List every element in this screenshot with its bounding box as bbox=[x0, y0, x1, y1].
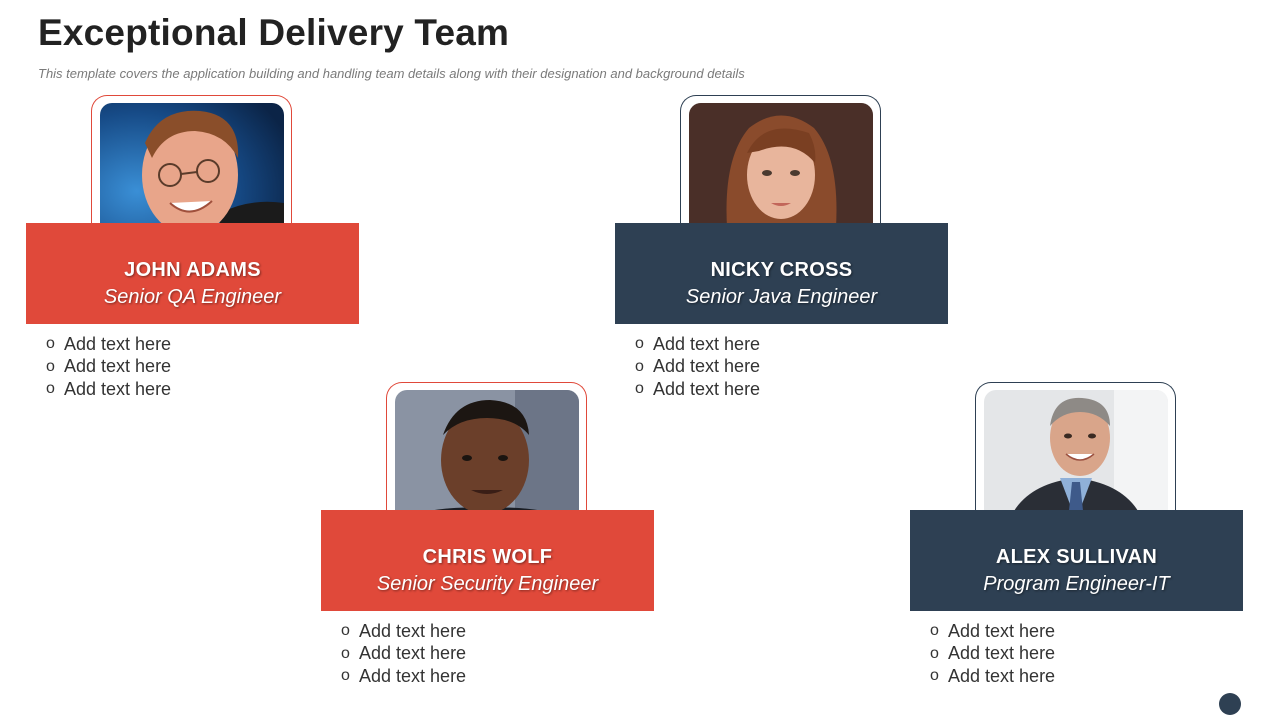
member-name: JOHN ADAMS bbox=[124, 259, 261, 281]
name-banner: JOHN ADAMS Senior QA Engineer bbox=[26, 223, 359, 324]
photo-frame bbox=[91, 95, 292, 255]
bullet-icon: o bbox=[635, 380, 644, 398]
bullet-icon: o bbox=[46, 380, 55, 398]
name-banner: CHRIS WOLF Senior Security Engineer bbox=[321, 510, 654, 611]
photo-frame bbox=[386, 382, 587, 542]
bullet-icon: o bbox=[341, 667, 350, 685]
member-role: Senior Security Engineer bbox=[376, 573, 599, 595]
name-banner: ALEX SULLIVAN Program Engineer-IT bbox=[910, 510, 1243, 611]
bullet-icon: o bbox=[341, 644, 350, 662]
bullet-icon: o bbox=[930, 667, 939, 685]
corner-dot-icon bbox=[1219, 693, 1241, 715]
photo-frame bbox=[680, 95, 881, 255]
photo-frame bbox=[975, 382, 1176, 542]
member-name: NICKY CROSS bbox=[710, 259, 853, 281]
page-title: Exceptional Delivery Team bbox=[38, 12, 510, 53]
name-banner: NICKY CROSS Senior Java Engineer bbox=[615, 223, 948, 324]
bullet-icon: o bbox=[930, 644, 939, 662]
page-subtitle: This template covers the application bui… bbox=[38, 66, 745, 81]
bullet-icon: o bbox=[930, 622, 939, 640]
bullet-icon: o bbox=[635, 335, 644, 353]
member-photo bbox=[689, 103, 873, 250]
bullet-icon: o bbox=[46, 335, 55, 353]
bullet-icon: o bbox=[341, 622, 350, 640]
member-name: ALEX SULLIVAN bbox=[995, 546, 1158, 568]
member-role: Senior QA Engineer bbox=[103, 286, 282, 308]
member-name: CHRIS WOLF bbox=[422, 546, 553, 568]
bullet-icon: o bbox=[635, 357, 644, 375]
member-role: Senior Java Engineer bbox=[685, 286, 878, 308]
bullet-icon: o bbox=[46, 357, 55, 375]
member-role: Program Engineer-IT bbox=[983, 573, 1170, 595]
